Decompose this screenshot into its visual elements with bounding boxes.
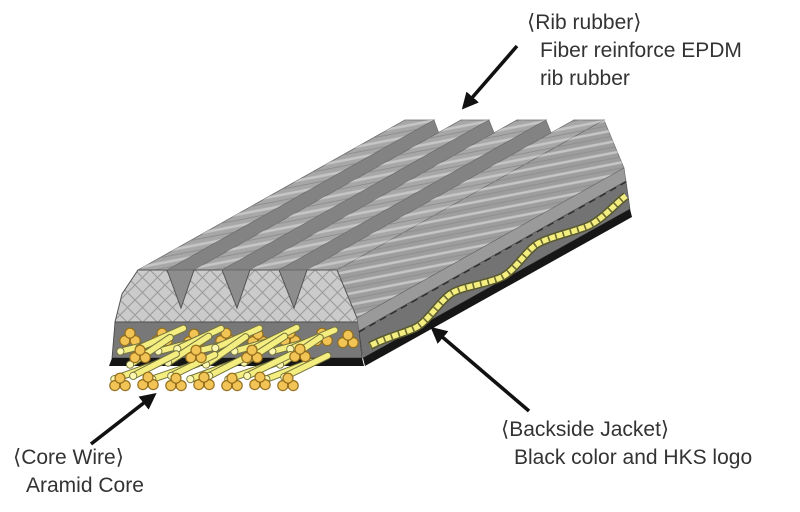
label-backside-jacket: ⟨Backside Jacket⟩ Black color and HKS lo… — [501, 416, 752, 472]
label-rib-rubber-line2: rib rubber — [540, 67, 630, 90]
label-rib-rubber-line1: Fiber reinforce EPDM — [540, 39, 742, 62]
rib-rubber-front-face — [114, 269, 359, 323]
belt-top-rib-surface — [121, 119, 625, 319]
label-rib-rubber: ⟨Rib rubber⟩ Fiber reinforce EPDM rib ru… — [527, 9, 742, 93]
core-wire-arrow — [89, 392, 157, 446]
core-wire-side-cord — [367, 192, 629, 350]
backside-jacket-layer — [363, 209, 632, 366]
label-rib-rubber-title: ⟨Rib rubber⟩ — [527, 11, 642, 34]
label-backside-jacket-title: ⟨Backside Jacket⟩ — [501, 418, 670, 441]
backside-jacket-arrow — [430, 326, 531, 413]
label-core-wire-title: ⟨Core Wire⟩ — [13, 446, 124, 469]
label-backside-jacket-line1: Black color and HKS logo — [514, 446, 753, 469]
rib-rubber-arrow — [461, 44, 519, 110]
belt-side-face — [356, 167, 632, 366]
label-core-wire-line1: Aramid Core — [26, 474, 144, 497]
label-core-wire: ⟨Core Wire⟩ Aramid Core — [13, 444, 144, 500]
